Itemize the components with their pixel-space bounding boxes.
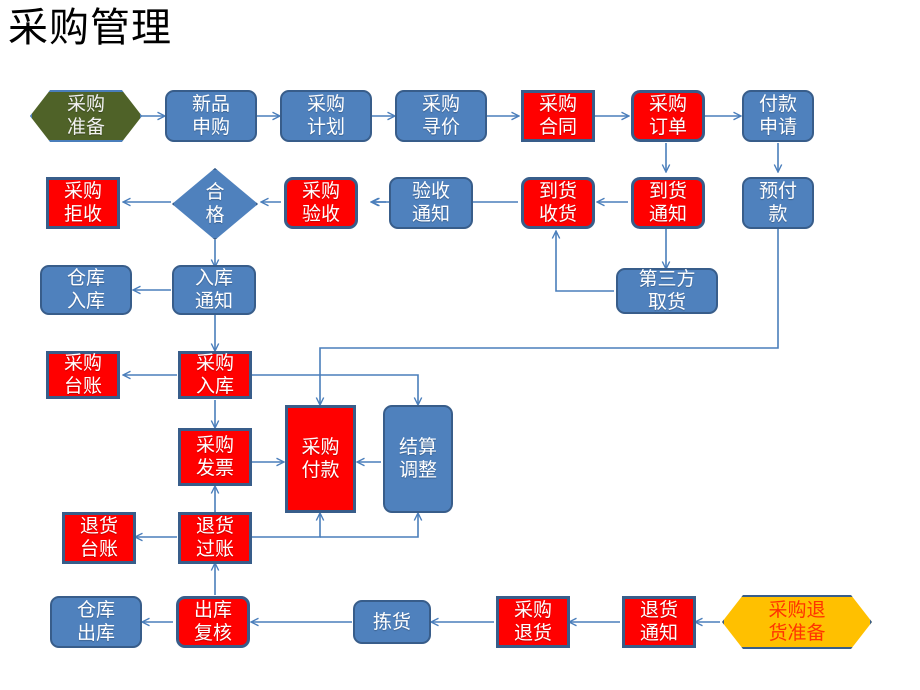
node-label: 退货 过账 <box>195 516 234 560</box>
node-label: 采购 发票 <box>195 435 234 479</box>
node-third-party-pickup[interactable]: 第三方 取货 <box>616 268 718 314</box>
node-return-posting[interactable]: 退货 过账 <box>178 512 252 564</box>
node-purchase-ledger[interactable]: 采购 台账 <box>46 351 120 399</box>
node-warehouse-inbound[interactable]: 仓库 入库 <box>40 265 132 315</box>
node-goods-receipt[interactable]: 到货 收货 <box>521 177 595 229</box>
node-purchase-payment[interactable]: 采购 付款 <box>285 405 356 513</box>
node-warehouse-outbound[interactable]: 仓库 出库 <box>50 596 142 648</box>
edge-returnpost-to-payment <box>252 514 320 538</box>
edge-purchasein-to-settle <box>252 374 418 404</box>
node-purchase-return[interactable]: 采购 退货 <box>496 596 570 648</box>
node-inspection-notice[interactable]: 验收 通知 <box>389 177 473 229</box>
node-label: 仓库 入库 <box>66 268 105 312</box>
node-new-item-request[interactable]: 新品 申购 <box>165 90 257 142</box>
node-label: 采购 退货 <box>513 600 552 644</box>
node-label: 采购 付款 <box>301 437 340 481</box>
node-label: 退货 通知 <box>639 600 678 644</box>
node-inbound-notice[interactable]: 入库 通知 <box>172 265 256 315</box>
node-label: 采购 寻价 <box>421 94 460 138</box>
node-label: 采购退 货准备 <box>768 600 826 644</box>
node-label: 采购 计划 <box>306 94 345 138</box>
node-purchase-prep[interactable]: 采购 准备 <box>30 90 142 142</box>
node-qualified-decision[interactable]: 合 格 <box>172 168 258 240</box>
node-label: 采购 入库 <box>195 353 234 397</box>
edge-returnpost-to-settle <box>320 514 418 538</box>
node-label: 合 格 <box>205 182 225 226</box>
node-label: 退货 台账 <box>79 516 118 560</box>
node-label: 采购 订单 <box>648 94 687 138</box>
node-purchase-plan[interactable]: 采购 计划 <box>280 90 372 142</box>
node-label: 验收 通知 <box>411 181 450 225</box>
node-prepayment[interactable]: 预付 款 <box>742 177 814 229</box>
node-label: 结算 调整 <box>398 437 437 481</box>
node-label: 预付 款 <box>758 181 797 225</box>
node-return-ledger[interactable]: 退货 台账 <box>62 512 136 564</box>
node-label: 入库 通知 <box>194 268 233 312</box>
node-label: 采购 准备 <box>66 94 105 138</box>
node-label: 拣货 <box>372 611 411 633</box>
node-purchase-inspection[interactable]: 采购 验收 <box>284 177 358 229</box>
edge-thirdparty-to-receive <box>556 232 614 292</box>
node-purchase-reject[interactable]: 采购 拒收 <box>46 177 120 229</box>
node-purchase-inbound[interactable]: 采购 入库 <box>178 351 252 399</box>
node-payment-request[interactable]: 付款 申请 <box>742 90 814 142</box>
node-arrival-notice[interactable]: 到货 通知 <box>631 177 705 229</box>
node-label: 付款 申请 <box>758 94 797 138</box>
node-label: 到货 通知 <box>648 181 687 225</box>
edge-prepay-to-payment <box>320 228 779 404</box>
node-purchase-order[interactable]: 采购 订单 <box>631 90 705 142</box>
node-purchase-contract[interactable]: 采购 合同 <box>521 90 595 142</box>
page-title: 采购管理 <box>8 6 172 50</box>
node-label: 第三方 取货 <box>638 269 696 313</box>
node-label: 新品 申购 <box>191 94 230 138</box>
node-settlement-adjustment[interactable]: 结算 调整 <box>383 405 453 513</box>
node-purchase-invoice[interactable]: 采购 发票 <box>178 428 252 486</box>
node-label: 出库 复核 <box>193 600 232 644</box>
node-label: 采购 验收 <box>301 181 340 225</box>
node-purchase-quote[interactable]: 采购 寻价 <box>395 90 487 142</box>
node-purchase-return-prep[interactable]: 采购退 货准备 <box>722 595 872 649</box>
node-label: 到货 收货 <box>538 181 577 225</box>
node-picking[interactable]: 拣货 <box>353 600 431 644</box>
node-label: 仓库 出库 <box>76 600 115 644</box>
node-label: 采购 台账 <box>63 353 102 397</box>
node-outbound-review[interactable]: 出库 复核 <box>176 596 250 648</box>
node-return-notice[interactable]: 退货 通知 <box>622 596 696 648</box>
node-label: 采购 合同 <box>538 94 577 138</box>
node-label: 采购 拒收 <box>63 181 102 225</box>
